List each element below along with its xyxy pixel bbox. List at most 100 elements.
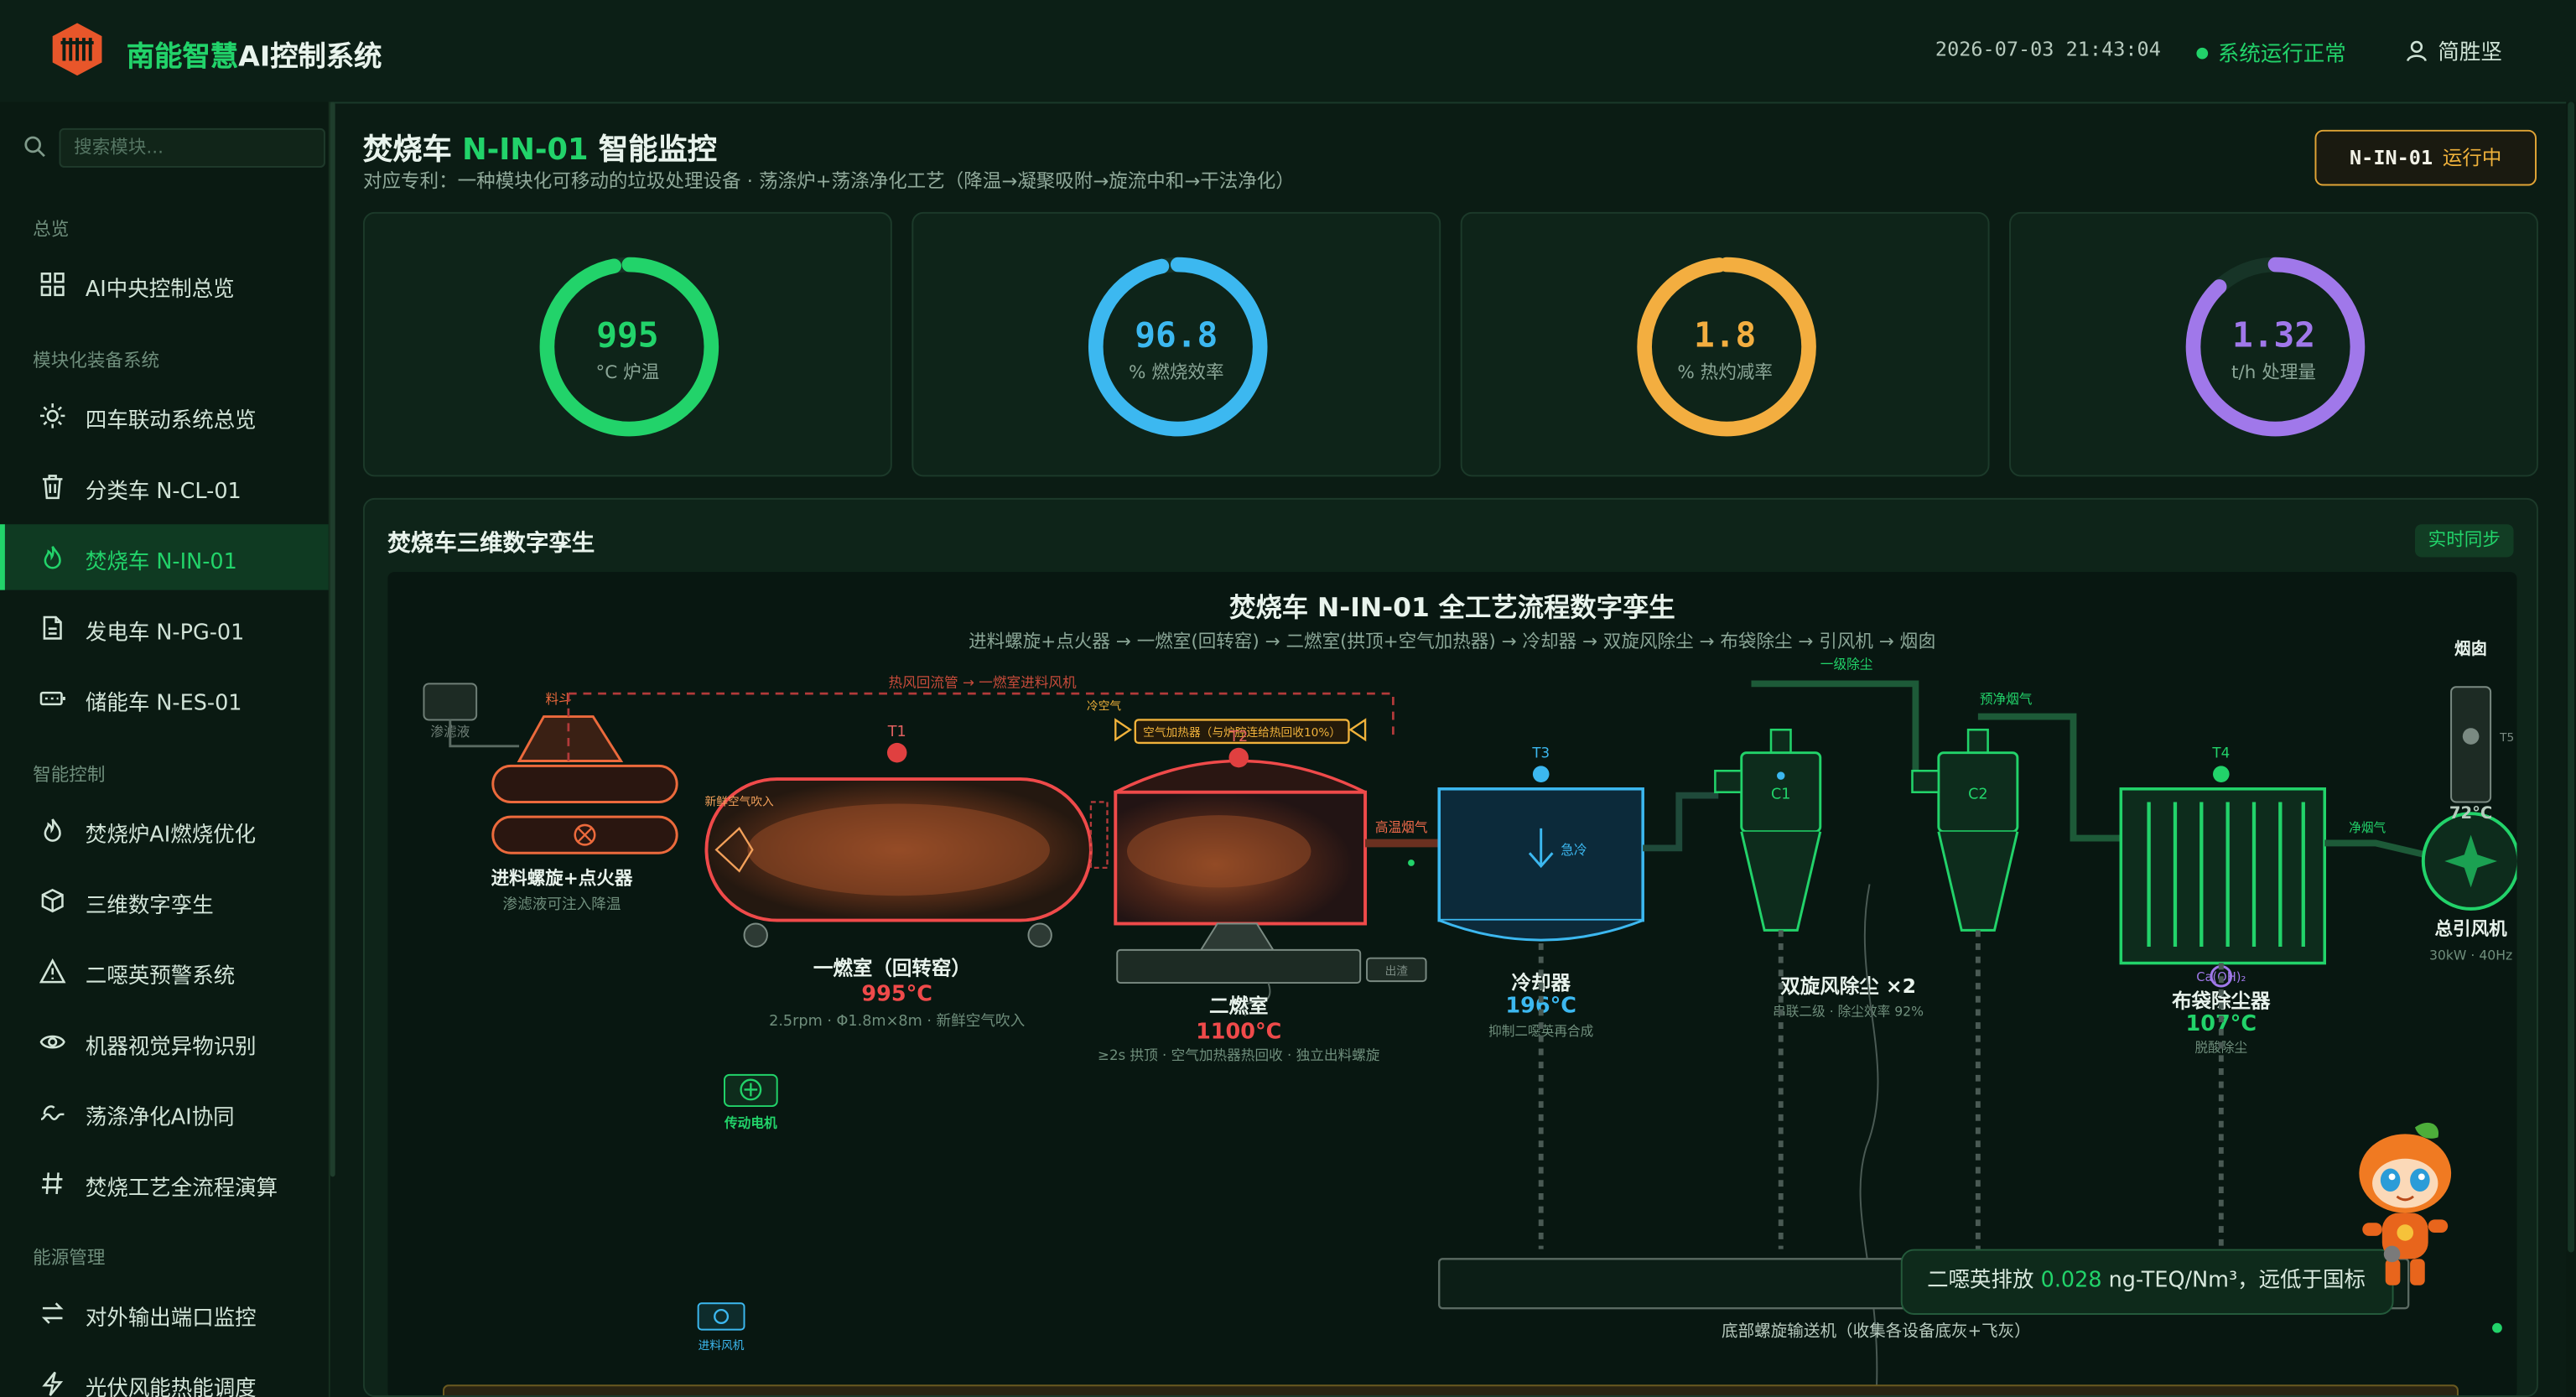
gauge-unit: % 热灼减率: [1677, 361, 1773, 383]
cooler-desc: 抑制二噁英再合成: [1488, 1023, 1593, 1039]
gauge-ring: [1637, 257, 1816, 437]
trash-icon: [42, 475, 63, 500]
nav-group-title: 总览: [33, 218, 70, 241]
sidebar-item-energy-dispatch[interactable]: 光伏风能热能调度: [0, 1351, 329, 1397]
secondary-desc: ≥2s 拱顶 · 空气加热器热回收 · 独立出料螺旋: [1098, 1047, 1380, 1063]
page-title: 焚烧车 N-IN-01 智能监控: [362, 132, 717, 168]
sidebar-item-sorting-vehicle[interactable]: 分类车 N-CL-01: [0, 454, 329, 519]
gauge-value: 1.32: [2231, 315, 2316, 356]
cyclone-desc: 串联二级 · 除尘效率 92%: [1773, 1003, 1924, 1019]
clock: 2026-07-03 21:43:04: [1935, 38, 2161, 61]
feed-fan-label: 进料风机: [699, 1339, 745, 1353]
app-header: 南能智慧AI控制系统 2026-07-03 21:43:04 系统运行正常 简胜…: [0, 0, 2576, 104]
sidebar-item-incinerator-vehicle[interactable]: 焚烧车 N-IN-01: [0, 524, 329, 590]
sidebar-item-machine-vision[interactable]: 机器视觉异物识别: [0, 1009, 329, 1074]
sidebar-item-combustion-ai[interactable]: 焚烧炉AI燃烧优化: [0, 797, 329, 863]
feed-desc: 渗滤液可注入降温: [503, 896, 621, 913]
warning-icon: [39, 958, 66, 984]
tag-t3: T3: [1531, 745, 1550, 761]
search-input[interactable]: 搜索模块...: [59, 127, 325, 168]
dioxin-emission-toast[interactable]: 二噁英排放 0.028 ng-TEQ/Nm³，远低于国标: [1900, 1249, 2394, 1315]
pre-clean-gas-label: 预净烟气: [1980, 691, 2033, 707]
hopper-label: 料斗: [545, 691, 571, 707]
sidebar-item-storage-vehicle[interactable]: 储能车 N-ES-01: [0, 666, 329, 731]
flue-gas-label: 高温烟气: [1375, 819, 1428, 835]
cold-air-label: 冷空气: [1087, 700, 1121, 714]
gauge-value: 1.8: [1693, 315, 1757, 356]
secondary-name: 二燃室: [1209, 994, 1268, 1017]
sidebar-item-purification-ai[interactable]: 荡涤净化AI协同: [0, 1080, 329, 1145]
sidebar-scrollbar[interactable]: [330, 101, 335, 1177]
gauge-arc: [539, 257, 719, 437]
bolt-icon: [42, 1371, 64, 1396]
search-icon: [24, 136, 45, 158]
kiln-desc: 2.5rpm · Φ1.8m×8m · 新鲜空气吹入: [769, 1012, 1025, 1030]
nav-group-title: 能源管理: [33, 1247, 106, 1270]
discharge-label: 出渣: [1385, 964, 1409, 978]
gauge-value: 96.8: [1135, 315, 1218, 356]
cyclone-c2: [1911, 728, 2019, 932]
page-subtitle: 对应专利：一种模块化可移动的垃圾处理设备 · 荡涤炉+荡涤净化工艺（降温→凝聚吸…: [362, 169, 1295, 193]
sidebar-item-dioxin-alert[interactable]: 二噁英预警系统: [0, 938, 329, 1004]
fresh-air-label: 新鲜空气吹入: [705, 795, 774, 808]
gauge-unit: °C 炉温: [595, 361, 660, 383]
hash-icon: [41, 1172, 63, 1195]
user-menu[interactable]: 简胜坚: [2405, 34, 2502, 65]
cube-icon: [41, 888, 64, 913]
gauge-ring: [2185, 257, 2366, 437]
tag-t2: T2: [1228, 729, 1248, 745]
gauge-card-efficiency: 96.8 % 燃烧效率: [911, 211, 1441, 477]
sidebar-item-label: 焚烧车 N-IN-01: [85, 550, 237, 575]
cyclone-stage-label: 一级除尘: [1820, 657, 1873, 673]
sidebar-item-generator-vehicle[interactable]: 发电车 N-PG-01: [0, 595, 329, 661]
swap-icon: [41, 1302, 64, 1324]
gauge-value: 995: [596, 315, 659, 356]
kiln-name: 一燃室（回转窑）: [813, 956, 971, 979]
diagram-subtitle: 进料螺旋+点火器 → 一燃室(回转窑) → 二燃室(拱顶+空气加热器) → 冷却…: [969, 631, 1936, 652]
fan-name: 总引风机: [2435, 918, 2508, 940]
gauge-card-throughput: 1.32 t/h 处理量: [2009, 211, 2538, 477]
eye-icon: [39, 1035, 65, 1049]
status-dot-icon: [2196, 47, 2209, 60]
sidebar-item-label: 分类车 N-CL-01: [85, 480, 242, 505]
sidebar-item-label: AI中央控制总览: [85, 278, 235, 303]
sidebar-item-digital-twin[interactable]: 三维数字孪生: [0, 868, 329, 933]
sync-badge: 实时同步: [2415, 524, 2514, 558]
cyclone-c2-label: C2: [1968, 787, 1988, 803]
sidebar-item-label: 荡涤净化AI协同: [85, 1106, 235, 1131]
sidebar: 搜索模块... 总览 AI中央控制总览 模块化装备系统 四车联动系统总览 分类车…: [0, 101, 330, 1397]
page-scrollbar-thumb[interactable]: [2568, 101, 2575, 1253]
hot-air-return-label: 热风回流管 → 一燃室进料风机: [889, 674, 1078, 690]
cyclone-c1: [1714, 728, 1822, 932]
gauge-ring: [1088, 257, 1268, 437]
tag-t5: T5: [2499, 731, 2514, 745]
document-icon: [43, 615, 62, 640]
feed-name: 进料螺旋+点火器: [491, 867, 633, 889]
user-icon: [2406, 40, 2427, 62]
nav-group-title: 模块化装备系统: [33, 350, 160, 371]
wave-icon: [40, 1105, 65, 1121]
assistant-mascot[interactable]: [2346, 1118, 2461, 1299]
secondary-temp: 1100°C: [1196, 1020, 1281, 1045]
sidebar-item-label: 焚烧工艺全流程演算: [85, 1176, 278, 1202]
chimney-name: 烟囱: [2454, 639, 2487, 658]
panel-title: 焚烧车三维数字孪生: [387, 531, 595, 558]
sidebar-item-label: 二噁英预警系统: [85, 964, 236, 989]
sidebar-item-label: 焚烧炉AI燃烧优化: [85, 823, 257, 849]
cooler-mode-label: 急冷: [1561, 842, 1587, 858]
sidebar-item-four-vehicle[interactable]: 四车联动系统总览: [0, 383, 329, 449]
battery-icon: [39, 691, 65, 706]
sidebar-item-overview[interactable]: AI中央控制总览: [0, 252, 329, 317]
sidebar-item-label: 三维数字孪生: [85, 894, 214, 919]
sidebar-item-output-ports[interactable]: 对外输出端口监控: [0, 1280, 329, 1346]
brand-title: 南能智慧AI控制系统: [126, 41, 382, 75]
gauge-arc: [1088, 257, 1268, 437]
sidebar-item-label: 机器视觉异物识别: [85, 1035, 257, 1061]
sidebar-item-label: 对外输出端口监控: [85, 1306, 257, 1332]
cyclone-c1-label: C1: [1771, 787, 1791, 803]
system-status: 系统运行正常: [2196, 36, 2346, 67]
sidebar-item-process-simulation[interactable]: 焚烧工艺全流程演算: [0, 1150, 329, 1216]
sun-icon: [40, 403, 65, 428]
kiln-temp: 995°C: [861, 982, 932, 1007]
